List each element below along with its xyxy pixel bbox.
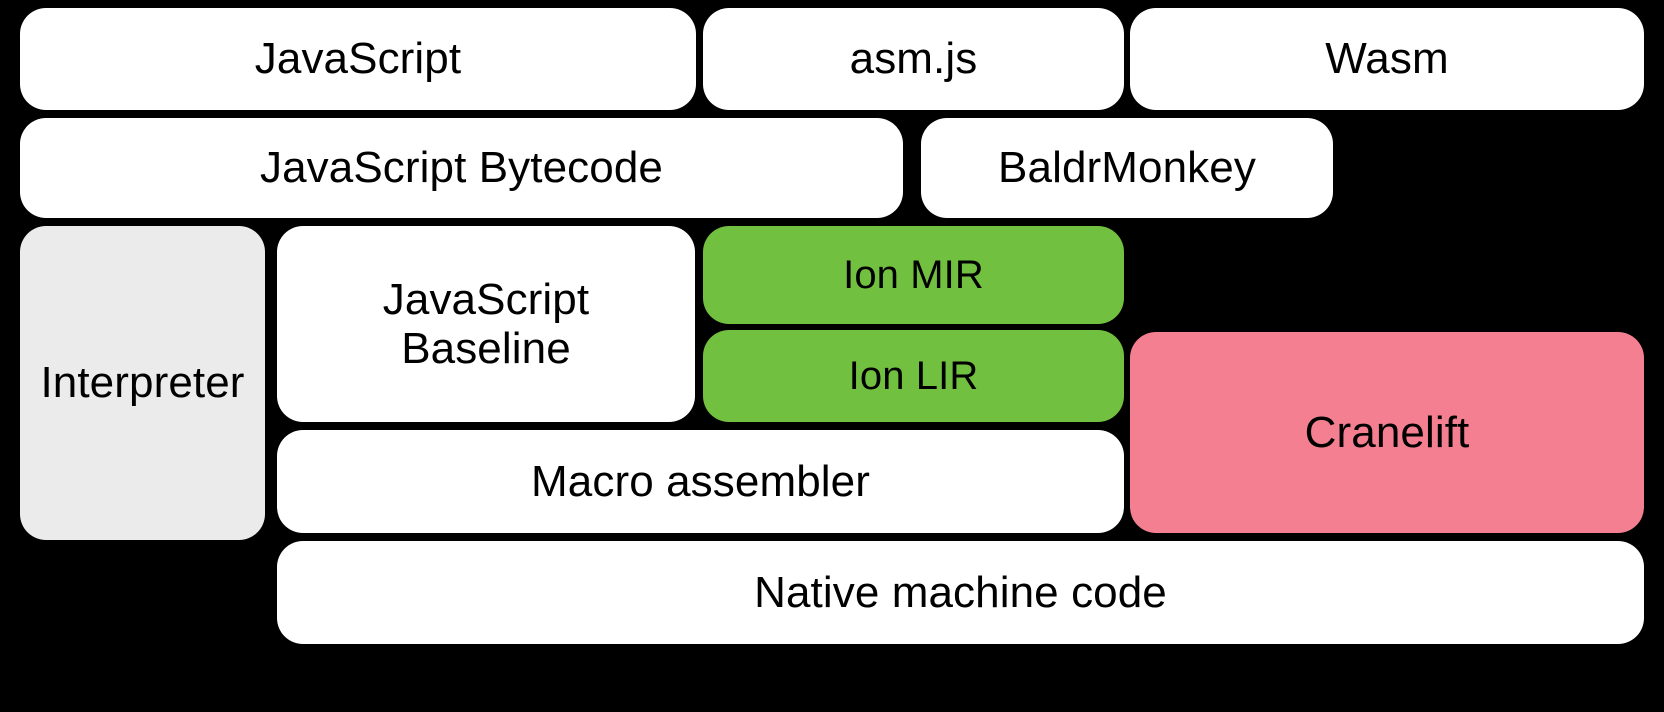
box-ion-lir: Ion LIR	[703, 330, 1124, 422]
box-baldrmonkey: BaldrMonkey	[921, 118, 1333, 218]
box-macro-assembler: Macro assembler	[277, 430, 1124, 533]
box-javascript-baseline: JavaScript Baseline	[277, 226, 695, 422]
box-native-machine-code: Native machine code	[277, 541, 1644, 644]
box-ion-mir: Ion MIR	[703, 226, 1124, 324]
box-cranelift: Cranelift	[1130, 332, 1644, 533]
box-asm-js: asm.js	[703, 8, 1124, 110]
box-javascript-bytecode: JavaScript Bytecode	[20, 118, 903, 218]
box-javascript: JavaScript	[20, 8, 696, 110]
box-interpreter: Interpreter	[20, 226, 265, 540]
box-wasm: Wasm	[1130, 8, 1644, 110]
